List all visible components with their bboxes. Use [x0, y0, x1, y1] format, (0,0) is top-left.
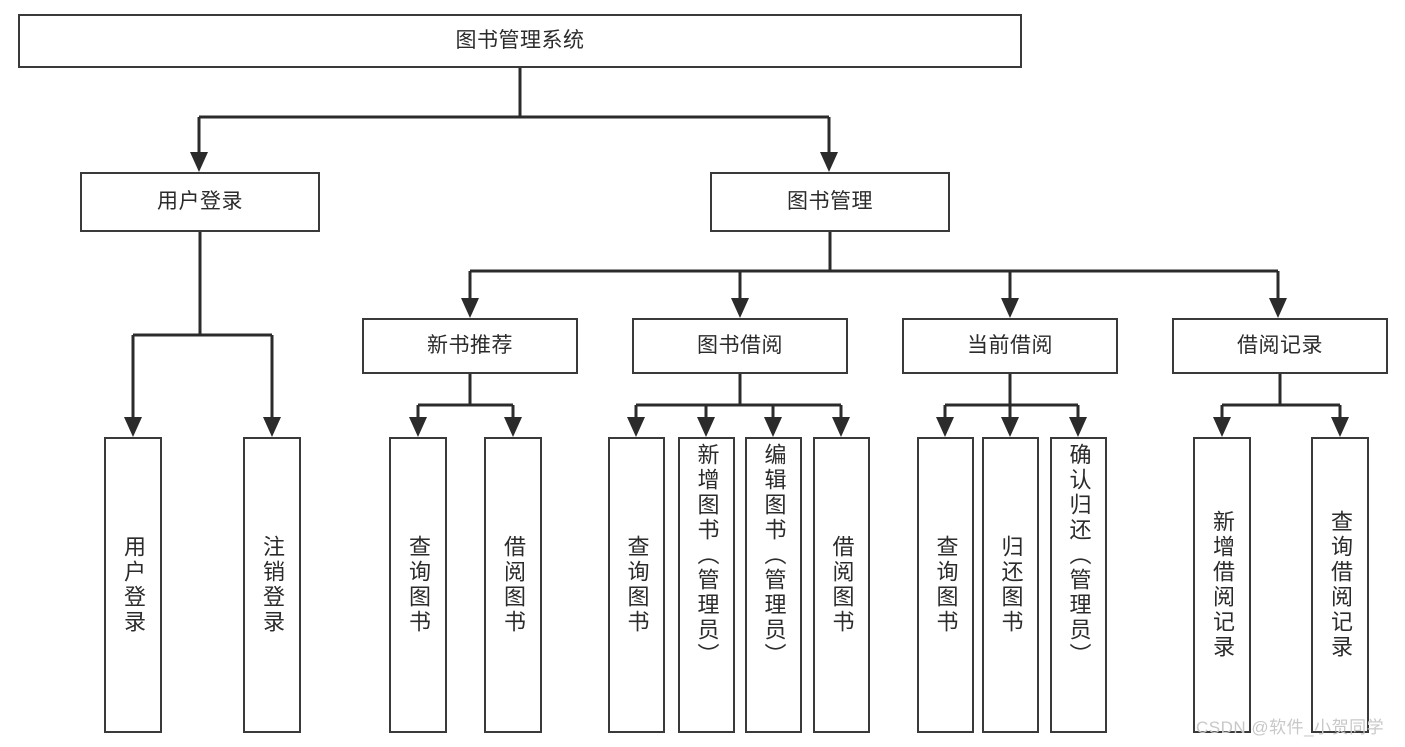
arrow-head-records-1 — [1331, 417, 1349, 437]
arrow-head-current-2 — [1069, 417, 1087, 437]
node-label: 用户登录 — [121, 535, 146, 635]
node-leaf-add-book[interactable]: 新增图书（管理员） — [678, 437, 735, 733]
node-label: 新增借阅记录 — [1210, 510, 1235, 660]
node-leaf-return-book[interactable]: 归还图书 — [982, 437, 1039, 733]
arrow-head-root-0 — [190, 152, 208, 172]
node-label: 归还图书 — [998, 535, 1024, 635]
node-login[interactable]: 用户登录 — [80, 172, 320, 232]
node-root[interactable]: 图书管理系统 — [18, 14, 1022, 68]
node-label: 图书管理 — [787, 190, 873, 214]
node-leaf-user-login[interactable]: 用户登录 — [104, 437, 162, 733]
node-leaf-edit-book[interactable]: 编辑图书（管理员） — [745, 437, 802, 733]
arrow-head-newbook-0 — [409, 417, 427, 437]
node-label: 用户登录 — [157, 190, 243, 214]
node-label: 查询借阅记录 — [1328, 510, 1353, 660]
arrow-head-borrow-2 — [764, 417, 782, 437]
arrow-head-login-0 — [124, 417, 142, 437]
arrow-head-records-0 — [1213, 417, 1231, 437]
node-label: 编辑图书（管理员） — [761, 443, 787, 668]
node-leaf-query-book-1[interactable]: 查询图书 — [389, 437, 447, 733]
arrow-head-current-1 — [1001, 417, 1019, 437]
node-label: 注销登录 — [260, 535, 285, 635]
arrow-head-borrow-3 — [832, 417, 850, 437]
node-label: 当前借阅 — [967, 334, 1053, 358]
node-label: 查询图书 — [406, 535, 431, 635]
node-leaf-confirm-return[interactable]: 确认归还（管理员） — [1050, 437, 1107, 733]
node-label: 确认归还（管理员） — [1066, 443, 1092, 668]
node-label: 查询图书 — [933, 535, 959, 635]
node-leaf-borrow-book-2[interactable]: 借阅图书 — [813, 437, 870, 733]
node-leaf-query-book-2[interactable]: 查询图书 — [608, 437, 665, 733]
node-label: 借阅图书 — [501, 535, 526, 635]
node-leaf-logout[interactable]: 注销登录 — [243, 437, 301, 733]
node-current[interactable]: 当前借阅 — [902, 318, 1118, 374]
arrow-head-bookmgmt-3 — [1269, 298, 1287, 318]
arrow-head-root-1 — [820, 152, 838, 172]
arrow-head-bookmgmt-0 — [461, 298, 479, 318]
node-leaf-query-record[interactable]: 查询借阅记录 — [1311, 437, 1369, 733]
node-records[interactable]: 借阅记录 — [1172, 318, 1388, 374]
arrow-head-bookmgmt-2 — [1001, 298, 1019, 318]
arrow-head-login-1 — [263, 417, 281, 437]
node-bookmgmt[interactable]: 图书管理 — [710, 172, 950, 232]
node-leaf-borrow-book-1[interactable]: 借阅图书 — [484, 437, 542, 733]
node-leaf-add-record[interactable]: 新增借阅记录 — [1193, 437, 1251, 733]
arrow-head-borrow-0 — [627, 417, 645, 437]
node-label: 新书推荐 — [427, 334, 513, 358]
node-leaf-query-book-3[interactable]: 查询图书 — [917, 437, 974, 733]
arrow-head-current-0 — [936, 417, 954, 437]
node-label: 新增图书（管理员） — [694, 443, 720, 668]
node-label: 查询图书 — [624, 535, 650, 635]
arrow-head-bookmgmt-1 — [731, 298, 749, 318]
arrow-head-borrow-1 — [697, 417, 715, 437]
node-borrow[interactable]: 图书借阅 — [632, 318, 848, 374]
node-label: 借阅图书 — [829, 535, 855, 635]
node-label: 图书借阅 — [697, 334, 783, 358]
node-label: 借阅记录 — [1237, 334, 1323, 358]
arrow-head-newbook-1 — [504, 417, 522, 437]
node-label: 图书管理系统 — [455, 29, 585, 53]
node-newbook[interactable]: 新书推荐 — [362, 318, 578, 374]
